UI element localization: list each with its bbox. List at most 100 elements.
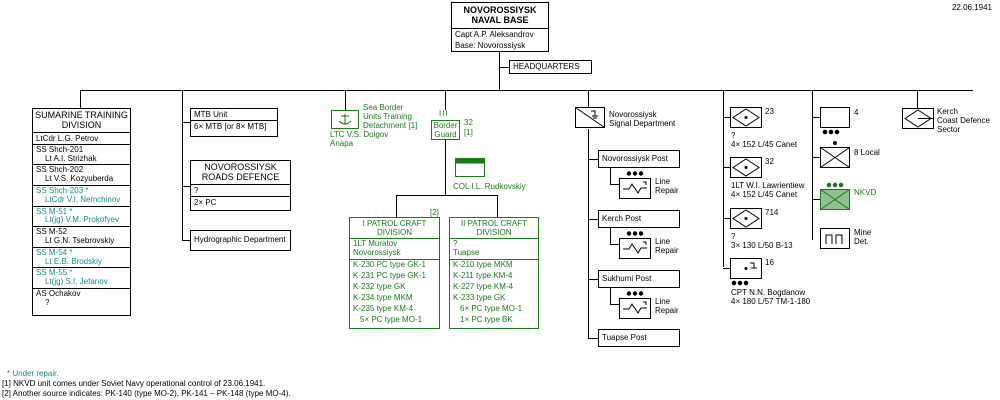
battery-commander: 1LT W.I. Lawrientiew — [731, 181, 805, 190]
training-row: Lt(jg) V.M. Prokofyev — [45, 215, 119, 225]
sea-border-anchor-symbol — [331, 110, 359, 129]
footnote-1: [1] NKVD unit comes under Soviet Navy op… — [2, 379, 266, 388]
mtb-unit-box: MTB Unit 6× MTB [or 8× MTB] — [190, 108, 278, 137]
training-title-2: DIVISION — [61, 120, 102, 131]
line-repair-text-2: Repair — [655, 245, 679, 255]
roads-row: 2× PC — [194, 197, 217, 207]
local-unit-symbol — [820, 141, 850, 168]
patrol1-vessel-row: K-235 type KM-4 — [353, 303, 414, 313]
training-row: ? — [45, 297, 50, 307]
repair-connector — [610, 244, 620, 245]
patrol2-title-1: II PATROL CRAFT — [460, 219, 528, 228]
signal-post-label: Novorossiysk Post — [602, 154, 668, 163]
training-row: Lt A.I. Strizhak — [45, 153, 97, 163]
submarine-training-division-box: SUMARINE TRAINING DIVISION LtCdr L.G. Pe… — [32, 108, 131, 316]
roads-title-2: ROADS DEFENCE — [201, 172, 280, 183]
roads-title-1: NOVOROSSIYSK — [204, 162, 277, 172]
training-row: SS Shch-203 * — [33, 185, 130, 196]
repair-connector — [610, 304, 620, 305]
signal-post-box: Kerch Post — [598, 210, 680, 228]
training-title-1: SUMARINE TRAINING — [35, 110, 128, 120]
repair-connector — [610, 184, 620, 185]
roads-defence-box: NOVOROSSIYSK ROADS DEFENCE ? 2× PC — [190, 160, 291, 211]
footnote-under-repair: * Under repair. — [7, 369, 59, 378]
training-row: SS M-54 * — [33, 246, 130, 258]
local-unit-label: 8 Local — [854, 148, 880, 157]
training-row: LtCdr V.I. Nemchinov — [45, 194, 121, 204]
nkvd-unit-symbol — [820, 182, 850, 210]
patrol2-title-2: DIVISION — [476, 228, 512, 238]
post-connector — [588, 219, 598, 220]
training-row: SS Shch-201 — [36, 144, 84, 154]
signal-post-label: Kerch Post — [602, 214, 642, 223]
nkvd-unit-label: NKVD — [854, 188, 877, 197]
patrol1-vessel-row: K-232 type GK — [353, 281, 406, 291]
border-guard-number: 32 — [464, 118, 473, 127]
training-commander: LtCdr L.G. Petrov — [33, 133, 130, 145]
patrol2-vessel-row: K-211 type KM-4 — [453, 270, 513, 280]
line-repair-text-1: Line — [655, 237, 671, 246]
patrol2-vessel-row: 1× PC type BK — [460, 314, 513, 324]
kerch-coast-defence-symbol — [902, 108, 934, 129]
border-guard-commander: COL I.L. Rudkovskiy — [453, 182, 526, 191]
root-base: Base: Novorossiysk — [455, 40, 526, 50]
headquarters-box: HEADQUARTERS — [509, 60, 592, 74]
patrol2-vessel-row: K-227 type KM-4 — [453, 281, 514, 291]
line-repair-symbol — [619, 291, 651, 319]
patrol1-vessel-row: K-230 PC type GK-1 — [353, 259, 426, 269]
line-repair-symbol — [619, 171, 651, 199]
repair-connector — [610, 168, 611, 184]
root-title-2: NAVAL BASE — [471, 15, 529, 26]
signal-post-box: Novorossiysk Post — [598, 150, 680, 168]
post-connector — [588, 338, 598, 339]
battery-number: 23 — [765, 107, 774, 116]
battery-connector — [723, 218, 730, 219]
border-guard-box: Border Guard — [431, 120, 460, 140]
date-label: 22.06.1941 — [951, 3, 992, 12]
training-row: SS M-55 * — [33, 267, 130, 278]
naval-base-box: NOVOROSSIYSK NAVAL BASE Capt A.P. Aleksa… — [451, 2, 549, 52]
battery-guns: 4× 180 L/57 TM-1-180 — [731, 297, 811, 306]
patrol2-vessel-row: 6× PC type MO-1 — [460, 303, 523, 313]
patrol1-title-1: I PATROL CRAFT — [362, 219, 427, 228]
patrol2-vessel-row: K-233 type GK — [453, 292, 506, 302]
training-row: SS M-52 — [33, 226, 130, 237]
training-row: Lt V.S. Kozyuberda — [45, 174, 114, 184]
line-repair-symbol — [619, 231, 651, 259]
patrol1-vessel-row: K-231 PC type GK-1 — [353, 270, 426, 280]
battery-commander: ? — [731, 131, 736, 140]
coastal-battery-symbol — [730, 107, 762, 128]
training-row: Lt E.B. Brodskiy — [45, 256, 102, 266]
battery-connector — [723, 117, 730, 118]
border-guard-hq-flag-symbol — [455, 158, 485, 177]
battery-guns: 4× 152 L/45 Canet — [731, 140, 798, 149]
hydro-label: Hydrographic Department — [194, 235, 286, 244]
coastal-battery-symbol — [730, 258, 762, 286]
roads-commander: ? — [191, 185, 290, 197]
training-row: Lt(jg) S.I. Jefanov — [45, 277, 108, 287]
root-title-1: NOVOROSSIYSK — [463, 5, 537, 15]
headquarters-label: HEADQUARTERS — [513, 62, 580, 71]
battery-guns: 3× 130 L/50 B-13 — [731, 241, 793, 250]
line-repair-text-2: Repair — [655, 305, 679, 315]
footnote-2: [2] Another source indicates: PK-140 (ty… — [2, 389, 291, 398]
line-repair-text-1: Line — [655, 177, 671, 186]
line-repair-text-2: Repair — [655, 185, 679, 195]
post-connector — [588, 159, 598, 160]
training-row: SS M-51 * — [33, 205, 130, 217]
signal-department-symbol — [575, 107, 605, 128]
hydrographic-box: Hydrographic Department — [190, 230, 291, 251]
patrol1-vessel-row: 5× PC type MO-1 — [360, 314, 423, 324]
